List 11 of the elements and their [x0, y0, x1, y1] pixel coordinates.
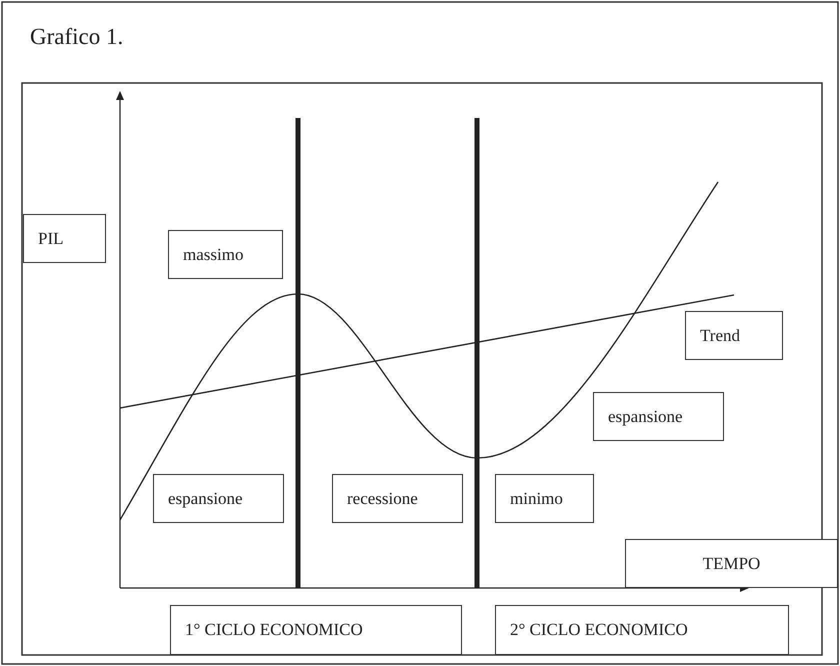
phase-label: massimo [168, 230, 283, 279]
phase-label: recessione [332, 474, 463, 523]
trend-label: Trend [685, 311, 783, 360]
phase-label: espansione [153, 474, 284, 523]
axis-label: TEMPO [625, 539, 838, 588]
chart-title: Grafico 1. [30, 24, 124, 50]
cycle-label: 2° CICLO ECONOMICO [495, 605, 789, 655]
phase-label: minimo [495, 474, 594, 523]
axis-label: PIL [23, 214, 106, 263]
cycle-label: 1° CICLO ECONOMICO [170, 605, 462, 655]
phase-label: espansione [593, 392, 724, 441]
